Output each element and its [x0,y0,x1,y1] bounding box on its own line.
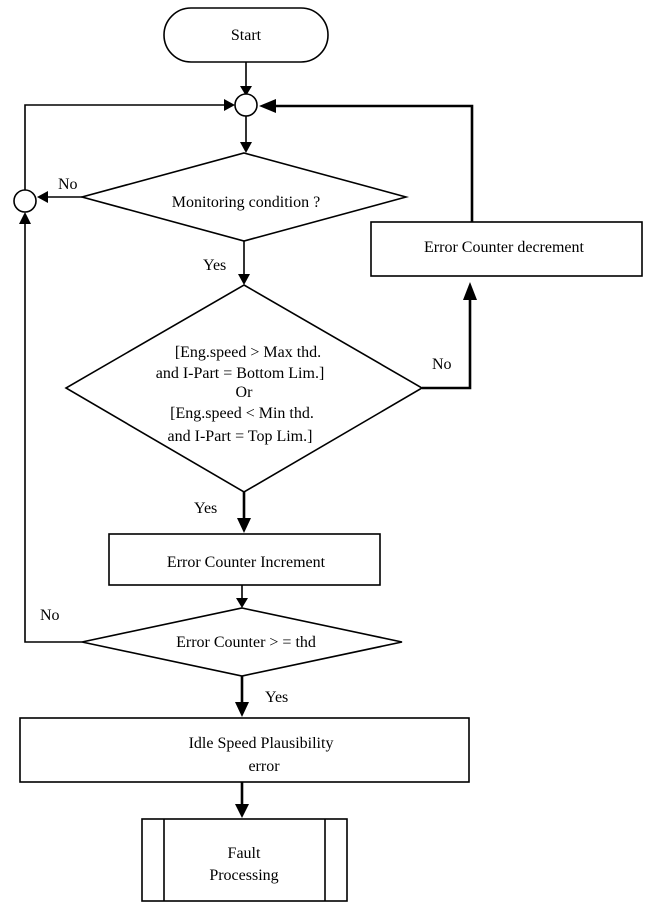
arrowhead [235,804,249,818]
monitoring-yes-label: Yes [203,257,226,274]
flow-threshold-no [24,222,82,643]
arrowhead [240,142,252,153]
arrowhead [37,191,48,203]
start-label: Start [231,27,262,44]
arrowhead [259,99,276,113]
arrowhead [237,518,251,533]
threshold-no-label: No [40,607,60,624]
top-merge-connector [234,93,258,117]
arrowhead [19,212,31,224]
flow-decrement-to-top [276,104,474,222]
condition-line-2: and I-Part = Bottom Lim.] [156,365,325,382]
error-counter-increment-box [108,533,381,586]
arrowhead [235,702,249,717]
condition-line-5: and I-Part = Top Lim.] [168,428,313,445]
arrowhead [240,86,252,96]
condition-yes-label: Yes [194,500,217,517]
threshold-label: Error Counter > = thd [176,634,316,651]
left-merge-connector [13,189,37,213]
arrowhead [236,598,248,608]
monitoring-no-label: No [58,176,78,193]
error-counter-increment-label: Error Counter Increment [167,554,326,571]
arrowhead [463,282,477,300]
fault-processing-box [141,818,348,902]
condition-line-1: [Eng.speed > Max thd. [175,344,321,361]
condition-line-4: [Eng.speed < Min thd. [170,405,314,422]
plausibility-line-1: Idle Speed Plausibility [189,735,334,752]
error-counter-decrement-box [370,221,643,277]
threshold-yes-label: Yes [265,689,288,706]
fault-processing-line-2: Processing [209,867,278,884]
plausibility-line-2: error [248,758,280,775]
error-counter-decrement-label: Error Counter decrement [424,239,584,256]
flow-condition-no [422,296,472,390]
condition-line-3: Or [236,384,254,401]
fault-processing-line-1: Fault [228,845,261,862]
flow-left-loop-to-top [24,104,228,190]
monitoring-condition-label: Monitoring condition ? [172,194,320,211]
condition-no-label: No [432,356,452,373]
arrowhead [224,99,235,111]
plausibility-error-box [19,717,470,783]
arrowhead [238,274,250,285]
